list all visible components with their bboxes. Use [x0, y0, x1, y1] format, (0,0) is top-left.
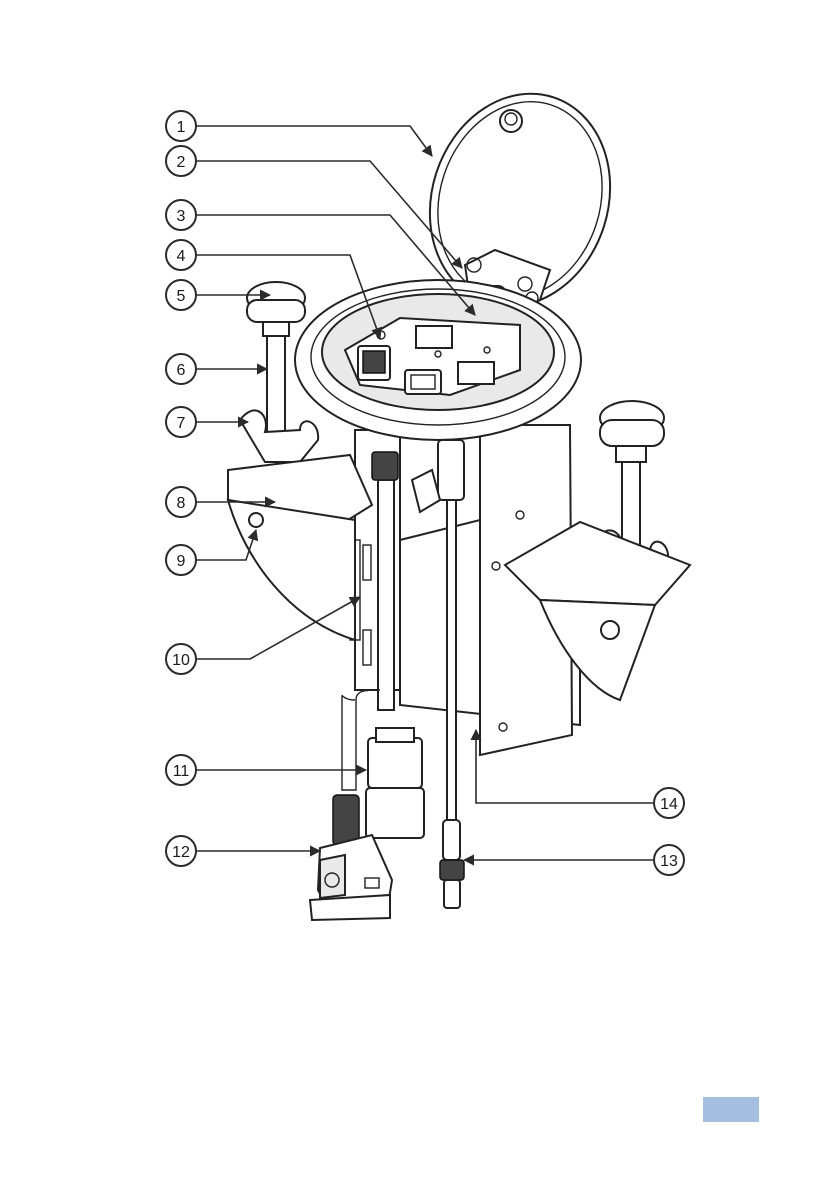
callout-10: 10 [166, 644, 196, 674]
callout-number: 5 [177, 288, 186, 305]
hdmi-connector [366, 728, 424, 838]
callout-number: 2 [177, 154, 186, 171]
callout-6: 6 [166, 354, 196, 384]
callout-number: 8 [177, 495, 186, 512]
callout-number: 10 [172, 652, 190, 669]
callout-5: 5 [166, 280, 196, 310]
callout-number: 6 [177, 362, 186, 379]
callout-9: 9 [166, 545, 196, 575]
flange-ring [295, 280, 581, 440]
callout-number: 1 [177, 119, 186, 136]
device-illustration [228, 70, 690, 920]
callout-13: 13 [654, 845, 684, 875]
callout-1: 1 [166, 111, 196, 141]
callout-4: 4 [166, 240, 196, 270]
callout-number: 7 [177, 415, 186, 432]
callout-number: 14 [660, 796, 678, 813]
mini-connector [440, 820, 464, 908]
callout-12: 12 [166, 836, 196, 866]
callout-3: 3 [166, 200, 196, 230]
callout-number: 4 [177, 248, 186, 265]
callout-11: 11 [166, 755, 196, 785]
leader-1 [196, 126, 432, 156]
callout-number: 12 [172, 844, 190, 861]
callout-2: 2 [166, 146, 196, 176]
callout-8: 8 [166, 487, 196, 517]
callout-14: 14 [654, 788, 684, 818]
page-number-tab [703, 1097, 759, 1122]
callout-number: 3 [177, 208, 186, 225]
callout-number: 11 [173, 763, 190, 780]
callout-7: 7 [166, 407, 196, 437]
callout-number: 9 [177, 553, 186, 570]
callout-number: 13 [660, 853, 678, 870]
